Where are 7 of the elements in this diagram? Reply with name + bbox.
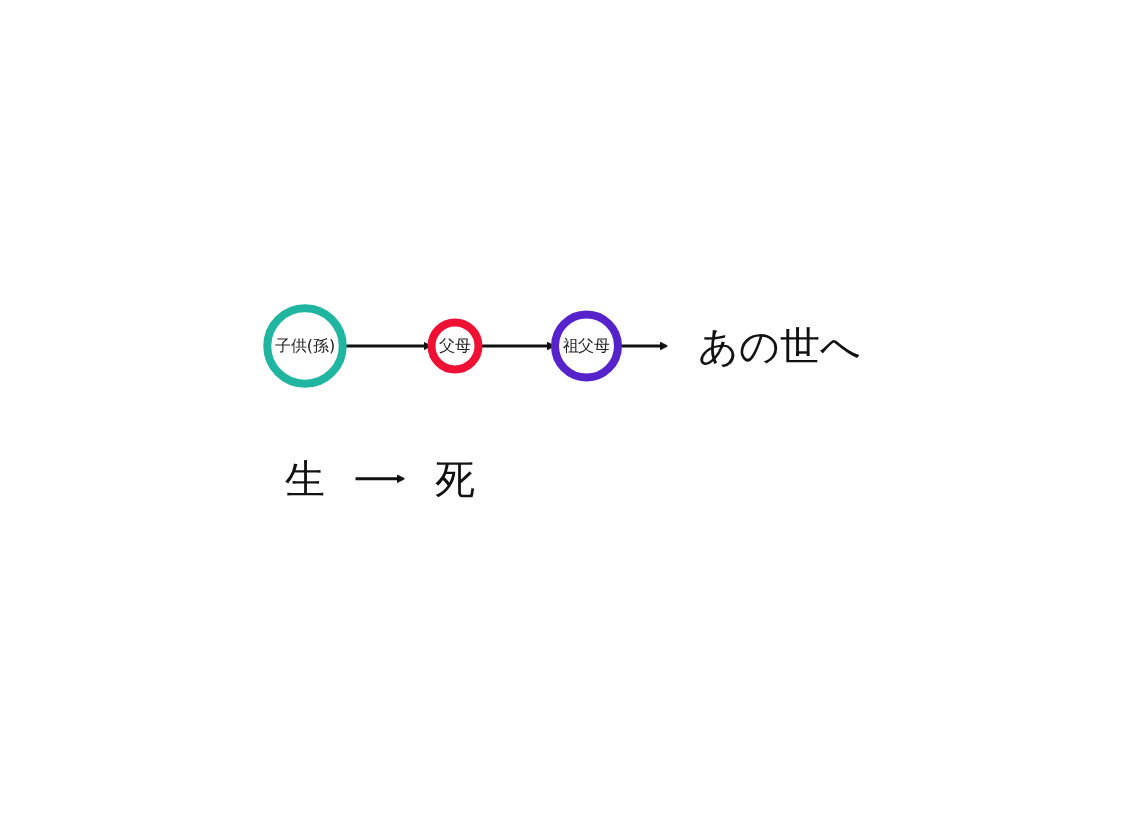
node-circle: 父母: [427, 318, 482, 374]
node-text: 死: [434, 455, 475, 502]
arrow: [354, 474, 405, 484]
node-circle: 祖父母: [550, 310, 622, 382]
node-text: あの世へ: [697, 323, 861, 370]
node-text: 生: [284, 455, 325, 502]
node-circle: 子供(孫): [262, 304, 347, 388]
